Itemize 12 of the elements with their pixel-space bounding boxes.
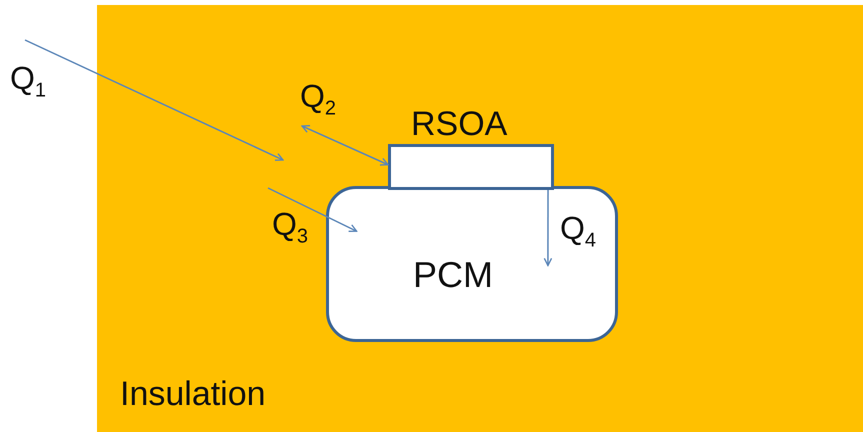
box-heading: RSOA: [411, 107, 508, 141]
edge-label: Q$_{4}$: [560, 212, 596, 250]
edge-label: Q$_{2}$: [300, 80, 336, 118]
region-label: Insulation: [120, 377, 266, 411]
flow-label: Q$_{1}$: [10, 62, 46, 100]
arrow: [268, 187, 358, 232]
arrow: [301, 125, 389, 166]
pcm-box: [326, 186, 618, 342]
box-label: PCM: [413, 257, 493, 293]
insulation-region: [97, 5, 863, 432]
edge-label: Q$_{3}$: [272, 208, 308, 246]
arrow: [544, 190, 552, 266]
